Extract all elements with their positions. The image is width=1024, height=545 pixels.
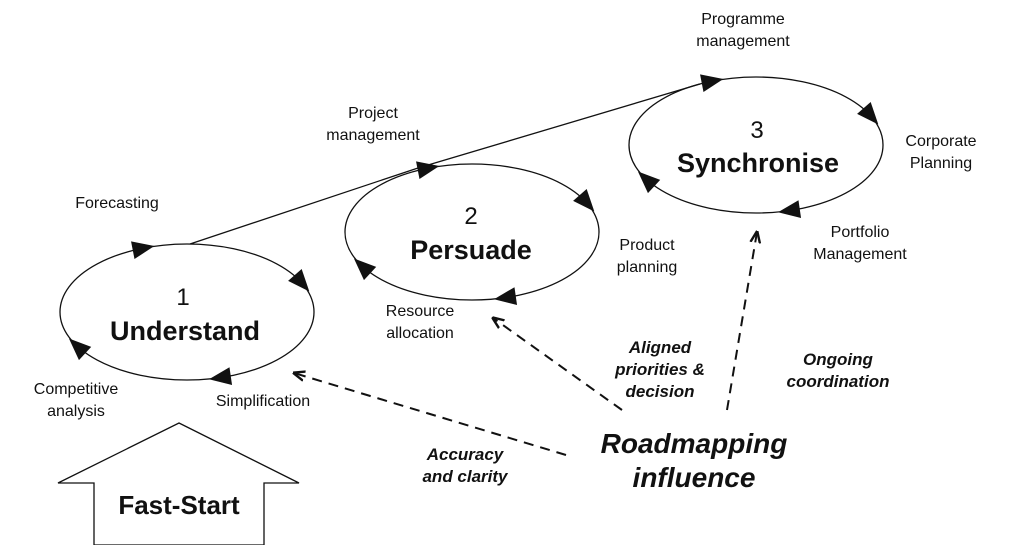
label-line: management	[696, 33, 790, 50]
label-line: and clarity	[422, 467, 508, 486]
label-line: coordination	[786, 372, 890, 391]
stage-1-cycle-arrowhead-4	[68, 338, 92, 361]
stage-2-cycle-arrowhead-3	[493, 287, 518, 306]
label-line: Planning	[909, 155, 973, 172]
label-line: Project	[348, 105, 398, 122]
stage-3-cycle-arrowhead-1	[700, 74, 724, 93]
label-line: Simplification	[215, 393, 311, 410]
label-line: Forecasting	[75, 195, 159, 212]
stage-3-ellipse	[628, 76, 884, 214]
fast-start-arrow-shape	[57, 422, 300, 545]
stage-3-cycle-arrowhead-3	[777, 200, 802, 219]
label-simplification: Simplification	[216, 391, 310, 413]
stage-1-number: 1	[176, 284, 190, 311]
label-line: Accuracy	[426, 445, 504, 464]
stage-2-cycle-arrowhead-4	[353, 258, 377, 281]
label-line: priorities &	[615, 360, 705, 379]
stage-2-cycle-arrowhead-1	[416, 161, 440, 180]
label-line: Corporate	[905, 133, 977, 150]
influence-label-ongoing: Ongoing coordination	[787, 349, 890, 393]
label-line: Programme	[701, 11, 785, 28]
label-resource-allocation: Resource allocation	[386, 301, 454, 345]
progression-line	[189, 83, 701, 245]
label-project-management: Project management	[326, 103, 419, 147]
title-line: influence	[632, 462, 756, 493]
stage-2-ellipse	[344, 163, 600, 301]
label-competitive-analysis: Competitive analysis	[34, 379, 118, 423]
label-forecasting: Forecasting	[75, 193, 159, 215]
label-line: Resource	[385, 303, 455, 320]
stage-1-cycle-arrowhead-2	[288, 269, 310, 292]
stage-1-cycle-arrowhead-1	[131, 241, 155, 260]
fast-start-label: Fast-Start	[118, 490, 240, 520]
cycle-arrowheads	[68, 74, 879, 386]
label-programme-management: Programme management	[696, 9, 789, 53]
influence-arrow-aligned	[493, 318, 623, 411]
stage-3-number: 3	[750, 117, 764, 144]
influence-arrow-ongoing	[726, 232, 757, 411]
stage-1-ellipse	[59, 243, 315, 381]
label-line: Management	[813, 246, 907, 263]
stage-2-cycle-arrowhead-2	[573, 189, 595, 212]
label-product-planning: Product planning	[617, 235, 678, 279]
stage-1-cycle-arrowhead-3	[208, 367, 233, 386]
influence-label-aligned: Aligned priorities & decision	[615, 337, 705, 403]
stage-2-name: Persuade	[410, 235, 532, 265]
roadmapping-influence-title: Roadmapping influence	[601, 427, 788, 495]
label-line: Product	[619, 237, 675, 254]
label-line: Portfolio	[830, 224, 890, 241]
label-line: analysis	[47, 403, 105, 420]
influence-label-accuracy: Accuracy and clarity	[422, 444, 507, 488]
label-corporate-planning: Corporate Planning	[905, 131, 976, 175]
label-line: management	[326, 127, 420, 144]
label-line: decision	[625, 382, 695, 401]
title-line: Roadmapping	[600, 428, 788, 459]
stage-3-name: Synchronise	[676, 148, 840, 178]
label-line: Competitive	[33, 381, 119, 398]
label-line: Ongoing	[803, 350, 873, 369]
label-line: allocation	[386, 325, 454, 342]
stage-3-cycle-arrowhead-2	[857, 102, 879, 125]
stage-3-cycle-arrowhead-4	[637, 171, 661, 194]
stage-1-name: Understand	[109, 316, 261, 346]
influence-arrow-accuracy	[294, 373, 567, 456]
label-portfolio-management: Portfolio Management	[813, 222, 906, 266]
label-line: planning	[616, 259, 678, 276]
stage-2-number: 2	[464, 203, 478, 230]
label-line: Aligned	[628, 338, 692, 357]
